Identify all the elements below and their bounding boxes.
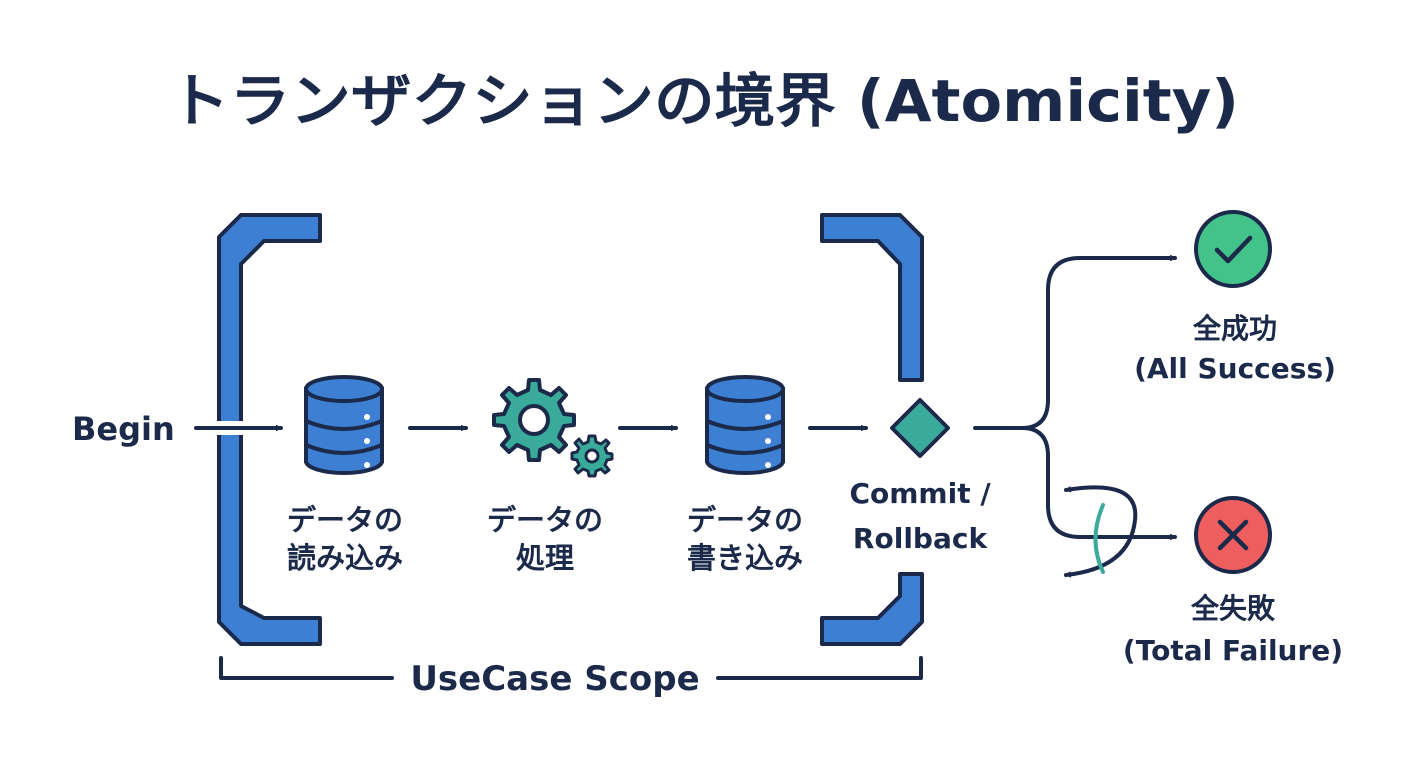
gears-icon <box>492 378 614 478</box>
database-icon <box>705 375 785 475</box>
right-bracket <box>820 213 924 646</box>
failure-label-line2: (Total Failure) <box>1123 634 1343 667</box>
success-label-line1: 全成功 <box>1192 312 1277 345</box>
rollback-loop <box>1064 485 1138 575</box>
step-label-line1: データの <box>487 503 603 537</box>
step-label-line2: 読み込み <box>287 541 403 575</box>
scope-label: UseCase Scope <box>410 659 699 699</box>
scope-bracket <box>219 656 923 680</box>
begin-label: Begin <box>72 410 175 448</box>
step-label-line1: データの <box>687 503 803 537</box>
cross-icon <box>1194 496 1272 574</box>
begin-arrow <box>194 421 283 435</box>
decision-label-line1: Commit / <box>849 477 991 510</box>
step-label-line2: 処理 <box>516 541 574 575</box>
branch-paths <box>973 258 1177 537</box>
checkmark-icon <box>1194 210 1272 288</box>
decision-label-line2: Rollback <box>853 522 989 555</box>
step-label-line1: データの <box>287 503 403 537</box>
step-label-line2: 書き込み <box>687 541 803 575</box>
page-title: トランザクションの境界 (Atomicity) <box>169 67 1239 135</box>
diamond-icon <box>890 398 950 458</box>
failure-label-line1: 全失敗 <box>1190 592 1276 625</box>
database-icon <box>304 375 384 475</box>
success-label-line2: (All Success) <box>1134 352 1336 385</box>
